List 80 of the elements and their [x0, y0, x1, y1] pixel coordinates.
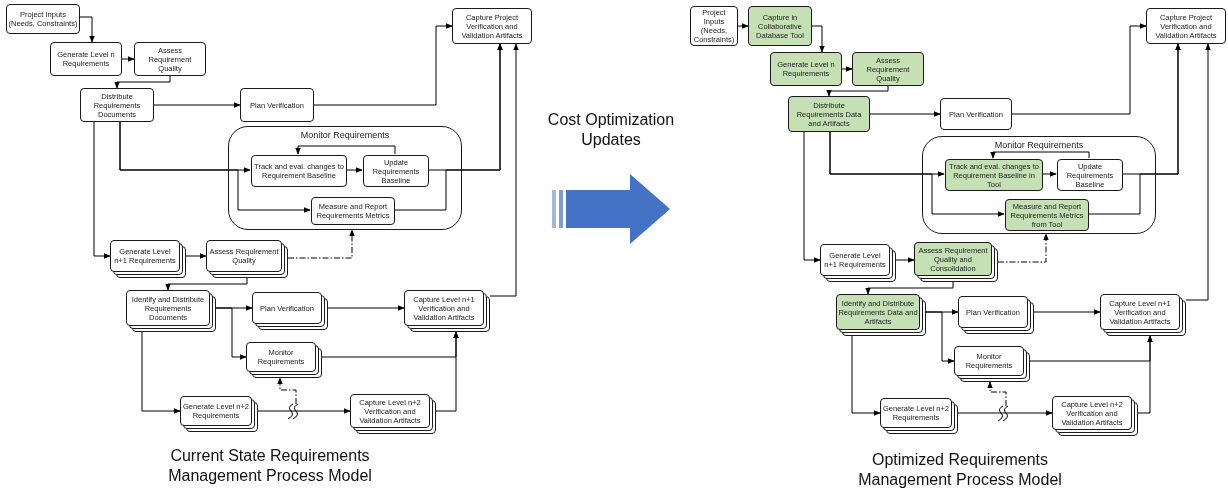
stacked-process-box [1100, 294, 1186, 336]
process-box [940, 98, 1012, 130]
group-box [228, 126, 462, 230]
process-box [6, 4, 80, 34]
arrow [393, 43, 503, 211]
dashed-arrow [277, 377, 297, 405]
stacked-process-box [180, 396, 258, 432]
process-box [311, 197, 395, 225]
arrow [313, 23, 453, 106]
dashed-arrow [287, 229, 355, 259]
arrow [826, 85, 889, 97]
arrow [153, 102, 241, 108]
arrow [1137, 335, 1153, 414]
process-box [788, 96, 870, 132]
arrow [435, 331, 459, 412]
arrow [215, 307, 247, 360]
arrow [295, 145, 396, 155]
process-box [452, 8, 532, 44]
stacked-process-box [126, 290, 216, 332]
caption: Optimized Requirements Management Process Model [857, 450, 1063, 490]
arrow [811, 25, 825, 53]
dashed-arrow [997, 233, 1049, 263]
stacked-process-box [836, 294, 926, 336]
arrow [803, 131, 821, 263]
stacked-process-box [404, 290, 490, 332]
arrow [895, 257, 915, 263]
arrow [851, 335, 881, 416]
process-box [770, 52, 842, 86]
arrow [93, 121, 111, 259]
process-box [134, 42, 206, 76]
arrow [185, 253, 207, 259]
process-box [240, 88, 314, 122]
stacked-process-box [110, 240, 186, 278]
arrow [1185, 43, 1211, 301]
arrow [165, 277, 248, 291]
dashed-arrow [987, 381, 1007, 407]
arrow [1041, 171, 1057, 177]
process-box [50, 42, 122, 76]
arrow [327, 305, 405, 311]
group-box [922, 136, 1156, 234]
arrow [1033, 309, 1101, 315]
stacked-process-box [246, 342, 322, 378]
arrow [1087, 43, 1181, 215]
caption: Cost Optimization Updates [546, 110, 676, 150]
arrow [869, 111, 941, 117]
process-box [80, 88, 154, 122]
arrow [737, 23, 749, 29]
stacked-process-box [350, 394, 436, 434]
process-box [1146, 8, 1226, 44]
process-box [852, 52, 924, 86]
process-box [1057, 159, 1123, 191]
stacked-process-box [252, 292, 328, 330]
process-box [251, 155, 347, 187]
arrow [119, 121, 311, 213]
arrow [345, 167, 363, 173]
stacked-process-box [958, 296, 1034, 334]
group-heading: Monitor Requirements [299, 130, 391, 140]
arrow [1011, 23, 1147, 115]
arrow [257, 408, 351, 414]
stacked-process-box [914, 242, 998, 282]
arrow [957, 410, 1053, 416]
arrow [79, 16, 95, 43]
arrow [990, 151, 1090, 159]
arrow [489, 43, 519, 297]
process-box [363, 155, 429, 187]
caption: Current State Requirements Management Process Model [167, 446, 373, 486]
arrow [829, 131, 1005, 217]
stacked-process-box [880, 398, 958, 434]
stacked-process-box [954, 346, 1030, 382]
stacked-process-box [206, 240, 288, 278]
arrow [925, 311, 955, 364]
arrow [114, 75, 171, 89]
group-heading: Monitor Requirements [993, 140, 1085, 150]
stacked-process-box [1052, 396, 1138, 436]
stacked-process-box [820, 244, 896, 282]
arrow [141, 331, 181, 414]
arrow [121, 56, 135, 62]
process-box [748, 6, 812, 46]
arrow [865, 281, 954, 295]
arrow [841, 66, 853, 72]
